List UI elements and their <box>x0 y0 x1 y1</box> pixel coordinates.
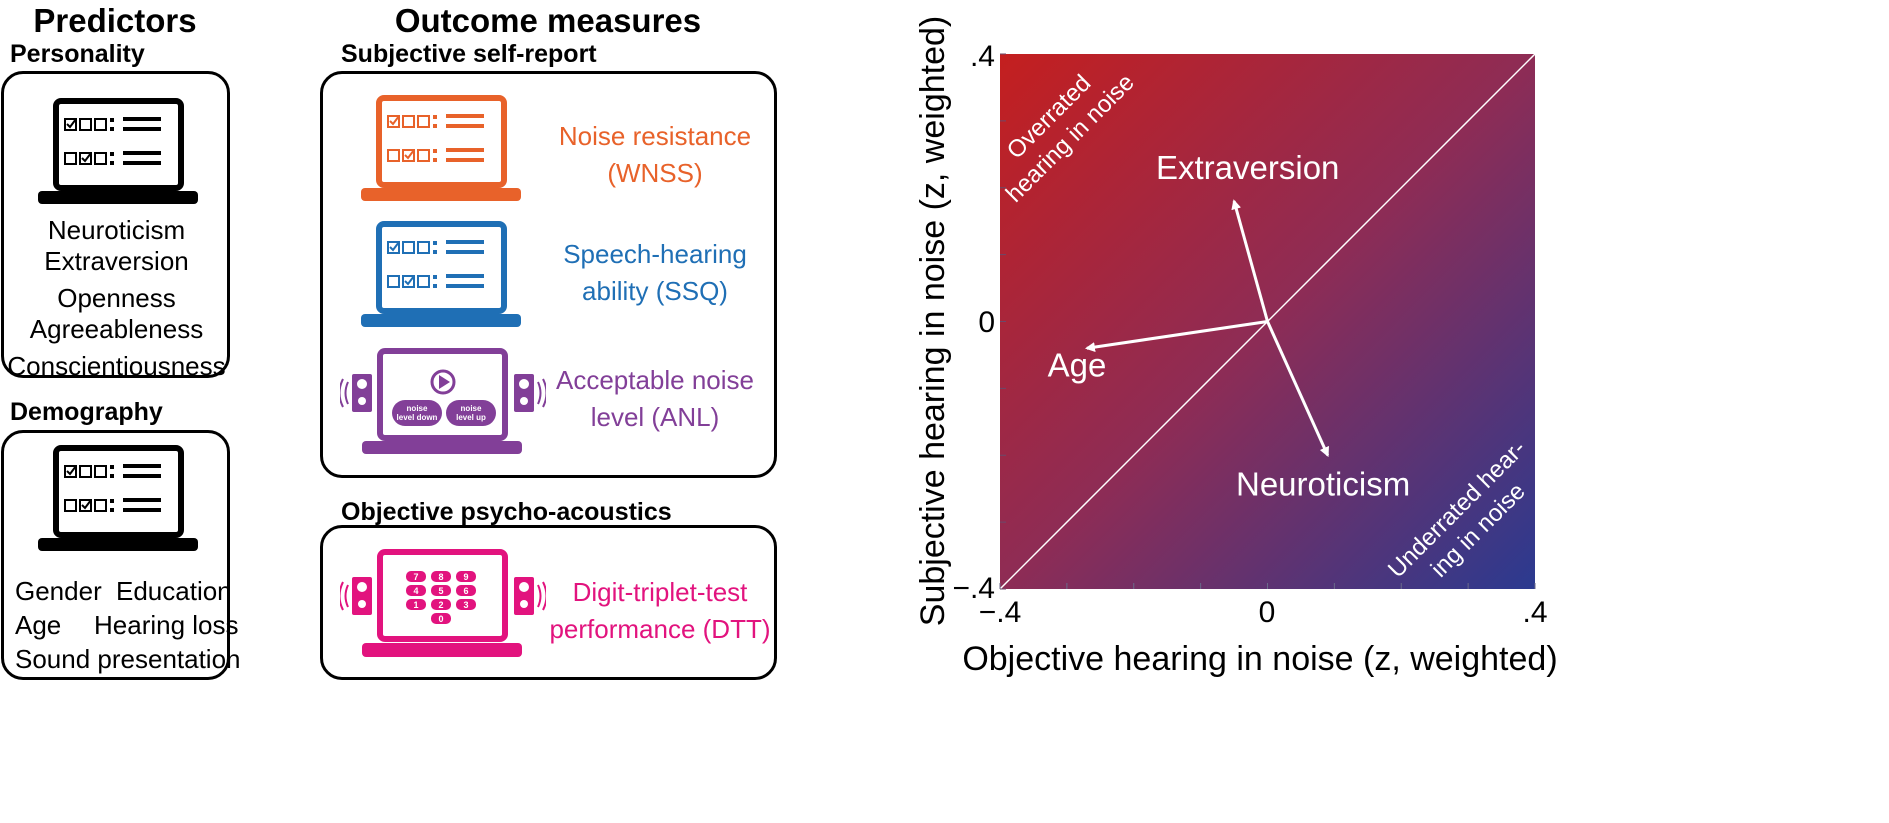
personality-traits: Neuroticism Extraversion Openness Agreea… <box>4 212 229 385</box>
measure-ssq: Speech-hearing ability (SSQ) <box>525 236 785 310</box>
x-tick-mid: 0 <box>1259 596 1276 629</box>
y-tick-top: .4 <box>970 40 995 73</box>
key-2: 2 <box>438 600 443 610</box>
measure-wnss-line1: Noise resistance <box>558 121 752 151</box>
trait-extraversion: Extraversion <box>44 246 189 276</box>
demography-label: Demography <box>10 398 163 426</box>
laptop-icon-dtt: 7 8 9 4 5 6 1 2 3 0 <box>340 549 546 657</box>
subjective-panel <box>320 71 777 478</box>
speaker-right-icon <box>514 374 546 412</box>
vector-neuroticism <box>1266 320 1330 458</box>
demo-age: Age <box>15 610 62 640</box>
y-tick-bottom: −.4 <box>952 572 995 605</box>
speaker-right-icon <box>514 577 546 615</box>
subjective-label: Subjective self-report <box>341 40 597 68</box>
measure-ssq-line1: Speech-hearing <box>563 239 747 269</box>
measure-wnss: Noise resistance (WNSS) <box>525 118 785 192</box>
laptop-icon <box>38 98 198 204</box>
measure-anl-line2: level (ANL) <box>590 402 720 432</box>
svg-text:noise: noise <box>407 404 428 413</box>
laptop-icon-wnss <box>361 95 521 201</box>
vector-label-extraversion: Extraversion <box>1156 149 1339 186</box>
y-axis-label: Subjective hearing in noise (z, weighted… <box>914 16 952 626</box>
objective-panel <box>320 525 777 680</box>
key-6: 6 <box>463 586 468 596</box>
x-tick-left: −.4 <box>979 596 1022 629</box>
measure-dtt: Digit-triplet-test performance (DTT) <box>530 574 790 648</box>
y-tick-mid: 0 <box>978 306 995 339</box>
key-8: 8 <box>438 572 443 582</box>
demography-panel: Gender Education Age Hearing loss Sound … <box>1 430 241 680</box>
predictors-title: Predictors <box>33 2 197 39</box>
measure-dtt-line1: Digit-triplet-test <box>572 577 748 607</box>
objective-label: Objective psycho-acoustics <box>341 498 672 526</box>
demo-sound-presentation: Sound presentation <box>15 644 241 674</box>
key-5: 5 <box>438 586 443 596</box>
key-7: 7 <box>413 572 418 582</box>
trait-openness: Openness <box>57 283 176 313</box>
speaker-left-icon <box>340 374 372 412</box>
measure-anl-line1: Acceptable noise <box>555 365 755 395</box>
measure-dtt-line2: performance (DTT) <box>549 614 771 644</box>
svg-text:noise: noise <box>461 404 482 413</box>
vector-label-neuroticism: Neuroticism <box>1236 465 1410 502</box>
demo-hearing-loss: Hearing loss <box>94 610 239 640</box>
vector-extraversion <box>1231 199 1269 322</box>
outcomes-title: Outcome measures <box>394 2 702 39</box>
vector-age <box>1084 320 1268 353</box>
svg-text:level down: level down <box>397 413 438 422</box>
vector-chart: .4 0 −.4 −.4 0 .4 Objective hearing in n… <box>914 16 1558 678</box>
demo-gender: Gender <box>15 576 102 606</box>
personality-panel: Neuroticism Extraversion Openness Agreea… <box>1 71 230 381</box>
measure-anl: Acceptable noise level (ANL) <box>525 362 785 436</box>
x-tick-right: .4 <box>1522 596 1547 629</box>
key-9: 9 <box>463 572 468 582</box>
axis-ticks <box>999 53 1536 590</box>
key-3: 3 <box>463 600 468 610</box>
keypad-icon <box>406 571 476 624</box>
measure-ssq-line2: ability (SSQ) <box>582 276 728 306</box>
x-axis-label: Objective hearing in noise (z, weighted) <box>962 640 1557 678</box>
key-0: 0 <box>438 614 443 624</box>
vector-label-age: Age <box>1048 346 1107 383</box>
svg-text:level up: level up <box>456 413 486 422</box>
measure-wnss-line2: (WNSS) <box>607 158 703 188</box>
key-1: 1 <box>413 600 418 610</box>
personality-label: Personality <box>10 40 145 68</box>
trait-neuroticism: Neuroticism <box>47 215 186 245</box>
trait-conscientiousness: Conscientiousness <box>7 351 226 381</box>
laptop-icon <box>38 445 198 551</box>
demo-education: Education <box>116 576 232 606</box>
laptop-icon-anl: noise level down noise level up <box>340 348 546 454</box>
trait-agreeableness: Agreeableness <box>29 314 204 344</box>
key-4: 4 <box>413 586 418 596</box>
laptop-icon-ssq <box>361 221 521 327</box>
speaker-left-icon <box>340 577 372 615</box>
